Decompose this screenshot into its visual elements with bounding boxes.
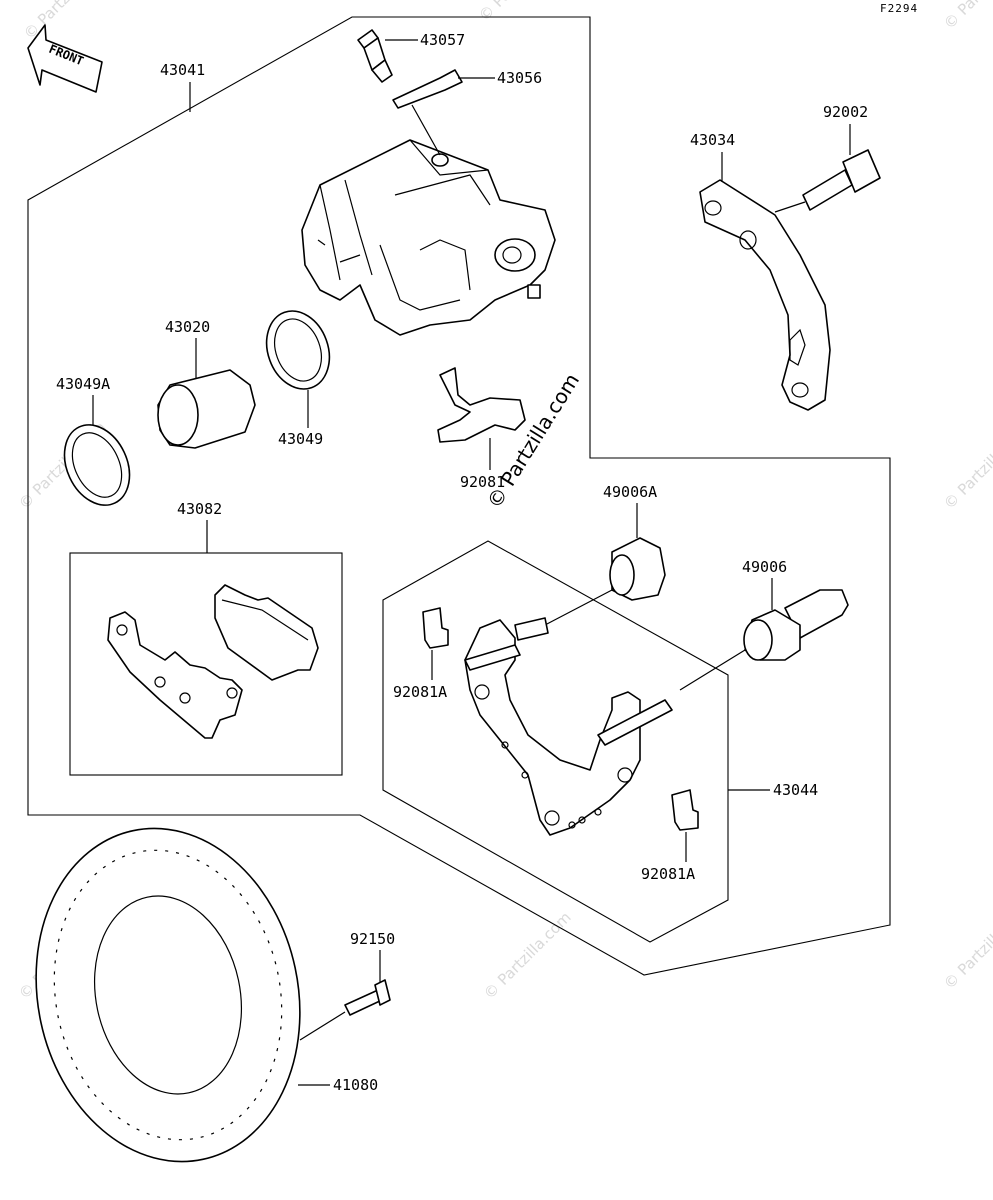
label-92150: 92150 (350, 930, 395, 948)
piston-seal-icon (265, 310, 331, 390)
pad-set-outline (69, 552, 343, 776)
watermark-faint-8: © Partzilla.com (940, 898, 993, 993)
label-49006: 49006 (742, 558, 787, 576)
front-arrow-icon: FRONT (27, 24, 103, 93)
label-43049: 43049 (278, 430, 323, 448)
label-43041: 43041 (160, 61, 205, 79)
piston-icon (157, 369, 256, 449)
watermark-faint-7: © Partzilla.com (480, 908, 575, 1003)
support-bracket-icon (464, 617, 673, 836)
label-92002: 92002 (823, 103, 868, 121)
brake-pad-front-icon (107, 611, 243, 739)
dust-seal-icon (63, 424, 131, 506)
label-43034: 43034 (690, 131, 735, 149)
label-92081A-2: 92081A (641, 865, 695, 883)
caliper-assembly-outline (27, 16, 891, 976)
label-43020: 43020 (165, 318, 210, 336)
leader-49006-to-pin (679, 649, 746, 691)
leader-92002-to-bracket (774, 201, 806, 213)
slide-pin-icon (743, 589, 849, 661)
leader-92150-to-disc (299, 1011, 346, 1041)
label-43044: 43044 (773, 781, 818, 799)
bracket-group-outline (382, 540, 729, 943)
label-43057: 43057 (420, 31, 465, 49)
pad-clip-b-icon (671, 789, 699, 831)
watermark-faint-1: © Partzilla.com (20, 0, 115, 43)
brake-pad-rear-icon (214, 584, 319, 681)
label-43049A: 43049A (56, 375, 110, 393)
pad-clip-a-icon (422, 607, 449, 649)
label-49006A: 49006A (603, 483, 657, 501)
leader-49006A-to-pin (544, 589, 613, 626)
watermark-faint-3: © Partzilla.com (940, 0, 993, 33)
bracket-bolt-icon (802, 149, 881, 211)
label-43082: 43082 (177, 500, 222, 518)
label-92081: 92081 (460, 473, 505, 491)
watermark-faint-5: © Partzilla.com (940, 418, 993, 513)
watermark-main: © Partzilla.com (482, 369, 584, 513)
bleeder-valve-icon (357, 29, 393, 83)
label-92081A-1: 92081A (393, 683, 447, 701)
bleeder-cap-icon (392, 69, 463, 109)
label-43056: 43056 (497, 69, 542, 87)
caliper-body (301, 139, 556, 336)
diagram-code: F2294 (880, 2, 918, 15)
pin-boot-a-icon (609, 537, 666, 601)
watermark-faint-2: © Partzilla.com (475, 0, 570, 25)
pad-spring-icon (437, 367, 526, 443)
caliper-bracket-icon (699, 179, 831, 411)
leader-43056-to-caliper (411, 104, 441, 156)
disc-mounting-bolt-icon (344, 979, 391, 1016)
brake-disc-icon (35, 827, 301, 1163)
label-41080: 41080 (333, 1076, 378, 1094)
